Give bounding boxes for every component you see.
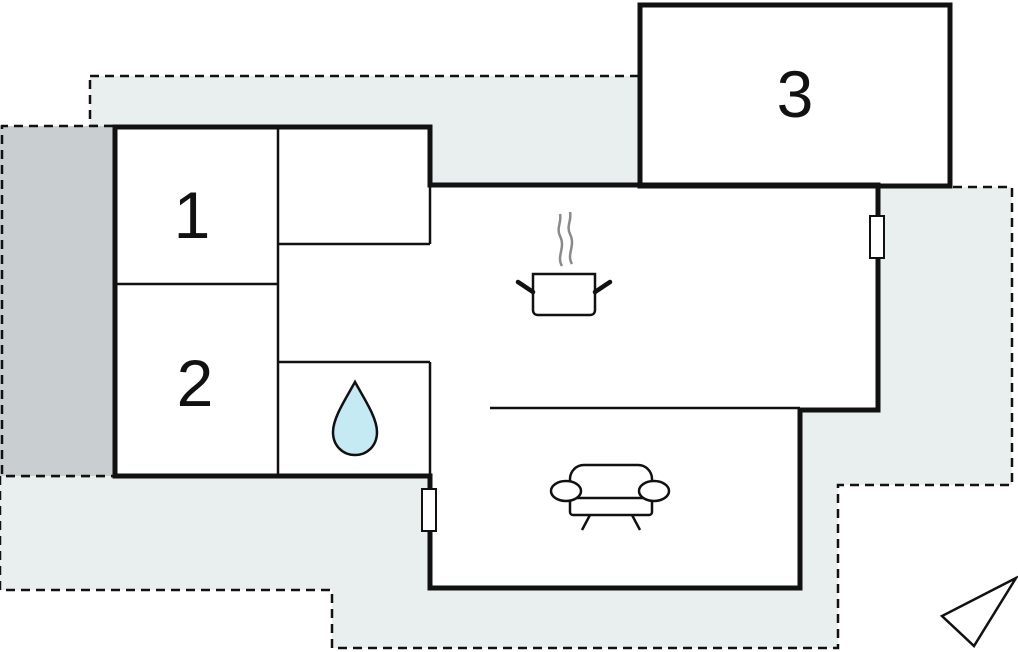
terrace-left-covered xyxy=(0,126,115,476)
terrace-left-border xyxy=(0,124,113,478)
window-left xyxy=(421,488,437,532)
water-drop-icon xyxy=(331,379,379,457)
interior xyxy=(115,127,878,588)
bedroom-2-label: 2 xyxy=(177,346,214,420)
north-arrow-icon xyxy=(939,575,1018,648)
cooking-pot-icon xyxy=(515,211,613,317)
bedroom-1-label: 1 xyxy=(174,178,211,252)
bedroom-3-label: 3 xyxy=(777,57,814,131)
armchair-icon xyxy=(549,463,671,531)
interior-walls xyxy=(115,127,800,476)
window-right xyxy=(869,215,885,259)
bedroom-3 xyxy=(637,2,953,189)
terraces xyxy=(0,74,1014,650)
interior-floor xyxy=(115,127,878,588)
outer-walls xyxy=(112,124,881,591)
